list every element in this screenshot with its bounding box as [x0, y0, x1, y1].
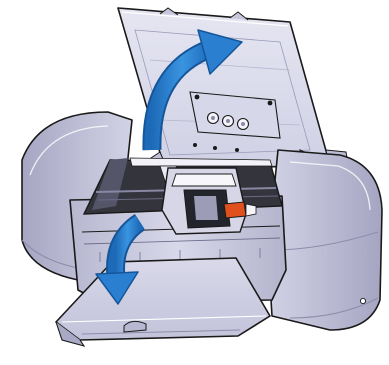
head-lock-lever: [224, 202, 246, 218]
